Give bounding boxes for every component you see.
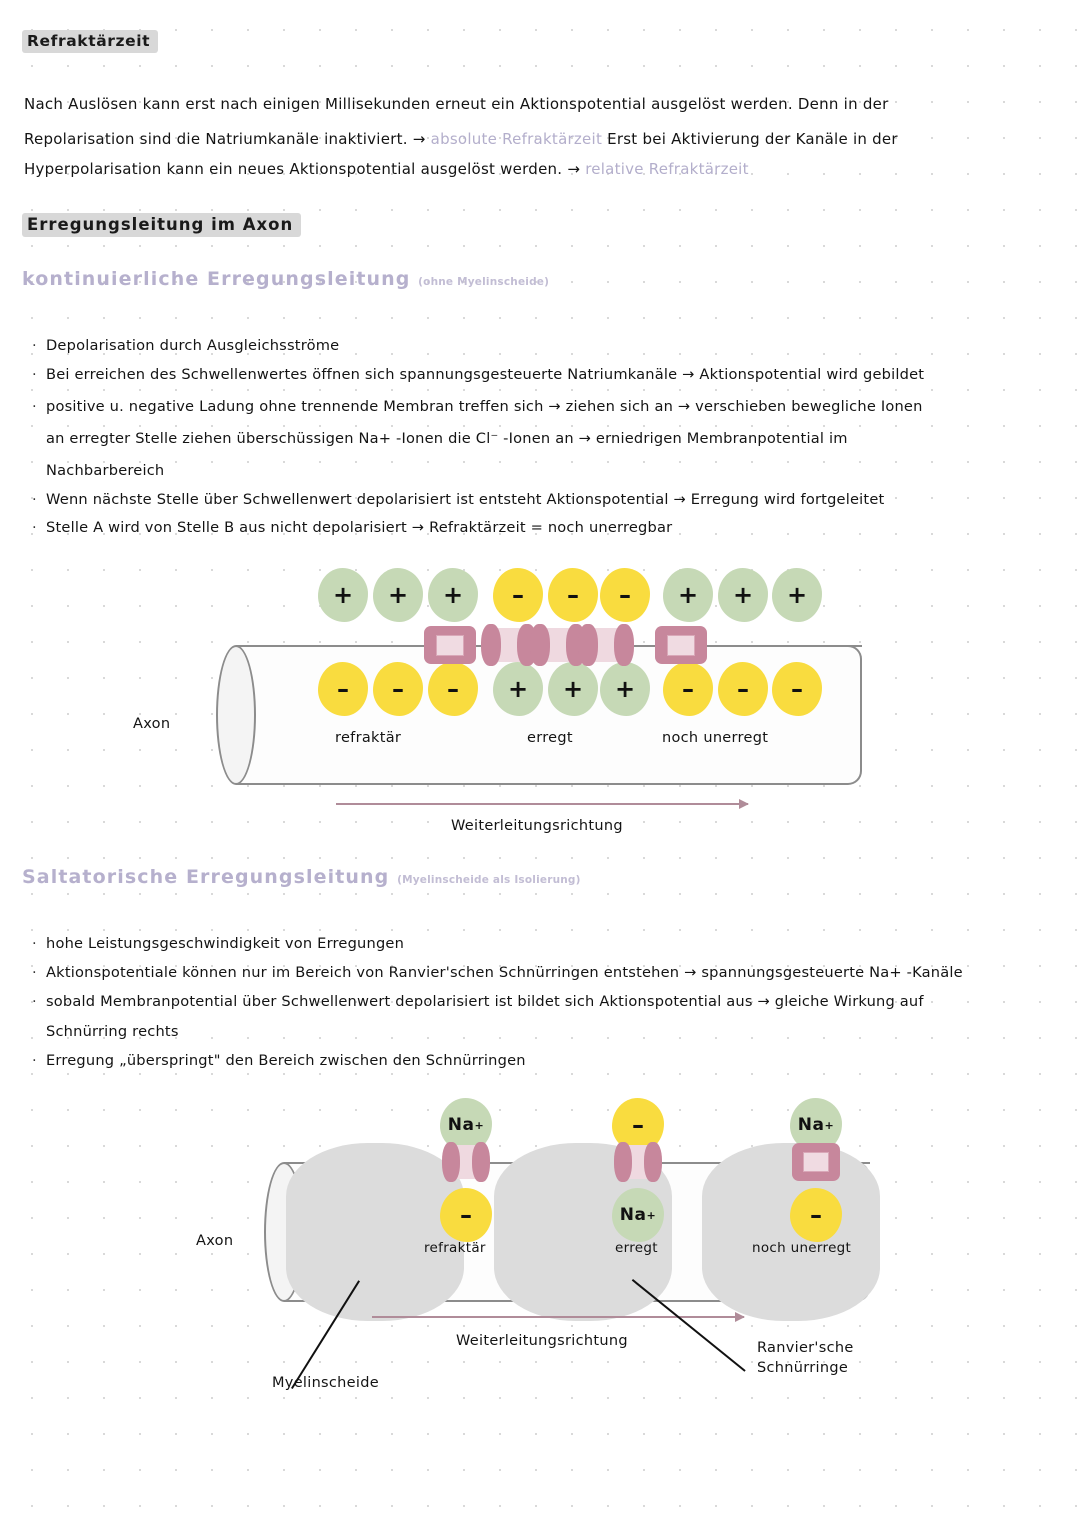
node-ion-channel-open	[442, 1142, 490, 1182]
axon-label: Axon	[196, 1233, 234, 1249]
outer-ion-negative: –	[548, 568, 598, 622]
zone-label-erregt: erregt	[615, 1240, 658, 1256]
outer-ion-positive: +	[718, 568, 768, 622]
heading-kontinuierliche-text: kontinuierliche Erregungsleitung	[22, 268, 411, 290]
heading-kontinuierliche-erregungsleitung: kontinuierliche Erregungsleitung (ohne M…	[22, 268, 549, 290]
bullet-text: positive u. negative Ladung ohne trennen…	[46, 398, 923, 415]
paragraph-line-3-pre: Hyperpolarisation kann ein neues Aktions…	[24, 160, 586, 178]
axon-label: Axon	[133, 716, 171, 732]
bullet-item: · Wenn nächste Stelle über Schwellenwert …	[32, 484, 884, 516]
outer-ion-negative: –	[493, 568, 543, 622]
paragraph-line-2-post: Erst bei Aktivierung der Kanäle in der	[602, 130, 898, 148]
bullet-marker: ·	[32, 1052, 37, 1069]
bullet-text: Aktionspotentiale können nur im Bereich …	[46, 964, 963, 981]
inner-ion-positive: +	[493, 662, 543, 716]
node-inner-ion: –	[790, 1188, 842, 1242]
outer-ion-positive: +	[428, 568, 478, 622]
bullet-item: · Erregung „überspringt" den Bereich zwis…	[32, 1045, 526, 1077]
heading-saltatorische-erregungsleitung: Saltatorische Erregungsleitung (Myelinsc…	[22, 866, 581, 888]
bullet-item: · hohe Leistungsgeschwindigkeit von Erreg…	[32, 928, 404, 960]
outer-ion-positive: +	[373, 568, 423, 622]
bullet-item: · Aktionspotentiale können nur im Bereich…	[32, 957, 963, 989]
ion-channel-closed	[424, 624, 476, 666]
conduction-direction-arrow	[336, 799, 749, 809]
bullet-text: hohe Leistungsgeschwindigkeit von Erregu…	[46, 935, 405, 952]
bullet-text: Bei erreichen des Schwellenwertes öffnen…	[46, 366, 925, 383]
bullet-item: · Bei erreichen des Schwellenwertes öffne…	[32, 359, 924, 391]
bullet-marker: ·	[32, 935, 37, 952]
zone-label-noch-unerregt: noch unerregt	[662, 730, 769, 746]
annotation-ranvier-schnuerringe: Ranvier'sche Schnürringe	[757, 1340, 854, 1376]
heading-erregungsleitung-im-axon: Erregungsleitung im Axon	[22, 213, 302, 237]
paragraph-line-2: Repolarisation sind die Natriumkanäle in…	[24, 122, 898, 157]
inner-ion-negative: –	[373, 662, 423, 716]
bullet-item: · Depolarisation durch Ausgleichsströme	[32, 330, 339, 362]
bullet-text: Wenn nächste Stelle über Schwellenwert d…	[46, 491, 885, 508]
heading-refraktaerzeit: Refraktärzeit	[22, 30, 159, 53]
bullet-marker: ·	[32, 491, 37, 508]
myelin-sheath-segment	[286, 1143, 464, 1321]
bullet-text: Depolarisation durch Ausgleichsströme	[46, 337, 340, 354]
bullet-item: · positive u. negative Ladung ohne trenne…	[32, 391, 923, 423]
outer-ion-negative: –	[600, 568, 650, 622]
inner-ion-negative: –	[428, 662, 478, 716]
zone-label-noch-unerregt: noch unerregt	[752, 1240, 852, 1256]
myelin-sheath-segment	[702, 1143, 880, 1321]
node-ion-channel-open	[614, 1142, 662, 1182]
heading-kontinuierliche-paren: (ohne Myelinscheide)	[418, 276, 550, 288]
bullet-marker: ·	[32, 964, 37, 981]
node-ion-channel-closed	[792, 1142, 840, 1182]
accent-absolute-refraktaerzeit: absolute Refraktärzeit	[430, 130, 603, 148]
node-inner-ion: –	[440, 1188, 492, 1242]
heading-saltatorische-text: Saltatorische Erregungsleitung	[22, 866, 390, 888]
bullet-marker: ·	[32, 398, 37, 415]
paragraph-line-3: Hyperpolarisation kann ein neues Aktions…	[24, 152, 749, 187]
node-inner-ion: Na+	[612, 1188, 664, 1242]
bullet-continuation: an erregter Stelle ziehen überschüssigen…	[32, 423, 848, 455]
bullet-text: Erregung „überspringt" den Bereich zwisc…	[46, 1052, 526, 1069]
ion-channel-open	[578, 624, 634, 666]
outer-ion-positive: +	[318, 568, 368, 622]
direction-label: Weiterleitungsrichtung	[456, 1333, 628, 1349]
outer-ion-positive: +	[772, 568, 822, 622]
bullet-marker: ·	[32, 337, 37, 354]
bullet-marker: ·	[32, 993, 37, 1010]
annotation-myelinscheide: Myelinscheide	[272, 1375, 379, 1391]
zone-label-refraktaer: refraktär	[335, 730, 402, 746]
conduction-direction-arrow	[372, 1312, 745, 1322]
bullet-continuation: Schnürring rechts	[32, 1016, 179, 1048]
paragraph-line-1: Nach Auslösen kann erst nach einigen Mil…	[24, 95, 889, 113]
direction-label: Weiterleitungsrichtung	[451, 818, 623, 834]
bullet-item: · Stelle A wird von Stelle B aus nicht de…	[32, 512, 672, 544]
inner-ion-negative: –	[772, 662, 822, 716]
inner-ion-positive: +	[600, 662, 650, 716]
bullet-text: Nachbarbereich	[46, 462, 165, 479]
outer-ion-positive: +	[663, 568, 713, 622]
bullet-marker: ·	[32, 519, 37, 536]
zone-label-erregt: erregt	[527, 730, 573, 746]
inner-ion-negative: –	[318, 662, 368, 716]
bullet-text: an erregter Stelle ziehen überschüssigen…	[46, 430, 848, 447]
inner-ion-negative: –	[718, 662, 768, 716]
bullet-item: · sobald Membranpotential über Schwellenw…	[32, 986, 924, 1018]
bullet-continuation: Nachbarbereich	[32, 455, 164, 487]
bullet-text: Schnürring rechts	[46, 1023, 179, 1040]
bullet-text: Stelle A wird von Stelle B aus nicht dep…	[46, 519, 673, 536]
heading-saltatorische-paren: (Myelinscheide als Isolierung)	[397, 874, 581, 886]
inner-ion-negative: –	[663, 662, 713, 716]
ion-channel-closed	[655, 624, 707, 666]
accent-relative-refraktaerzeit: relative Refraktärzeit	[585, 160, 749, 178]
zone-label-refraktaer: refraktär	[424, 1240, 486, 1256]
diagram-continuous-conduction: Axon +++–––+++ –––+++––– refraktär erreg…	[133, 568, 862, 834]
bullet-marker: ·	[32, 366, 37, 383]
bullet-text: sobald Membranpotential über Schwellenwe…	[46, 993, 924, 1010]
inner-ion-positive: +	[548, 662, 598, 716]
paragraph-line-2-pre: Repolarisation sind die Natriumkanäle in…	[24, 130, 431, 148]
